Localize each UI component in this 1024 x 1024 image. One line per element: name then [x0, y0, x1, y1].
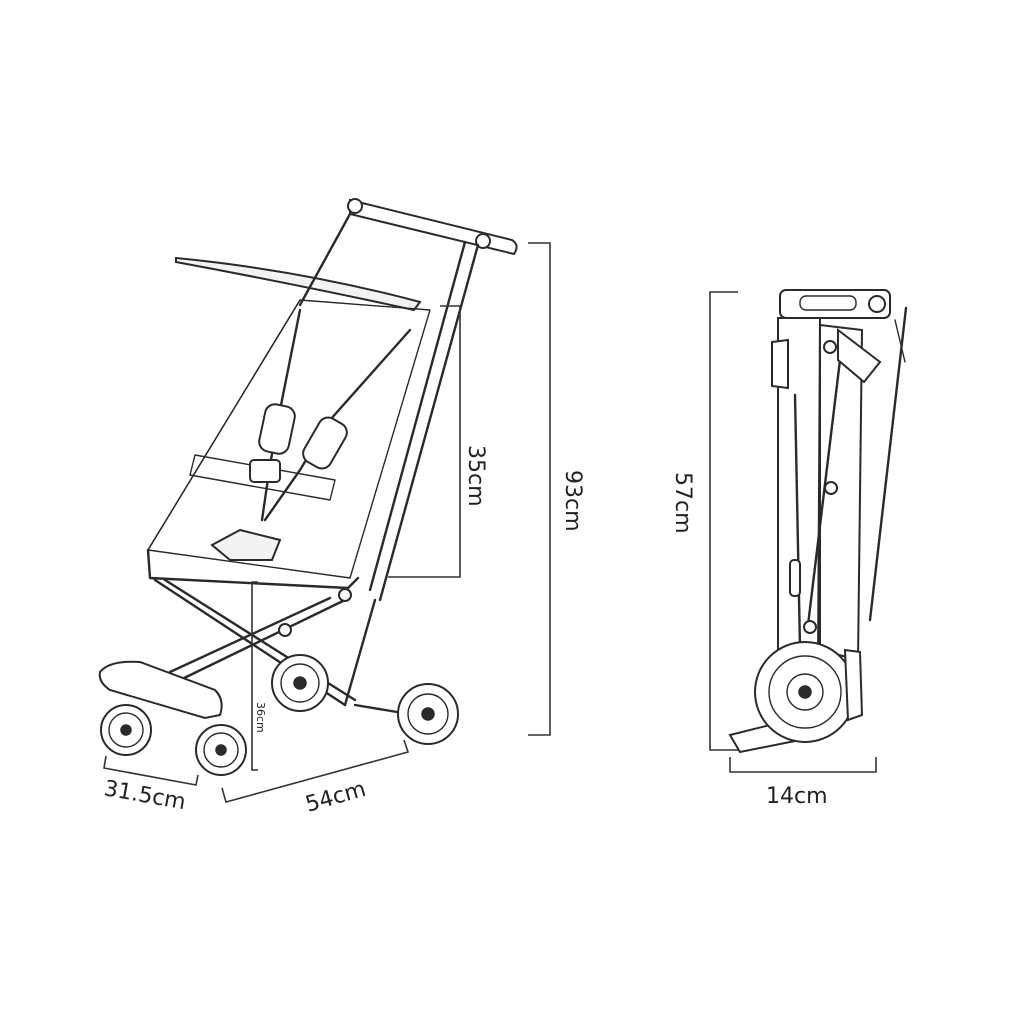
waist-belt: [189, 454, 336, 501]
label-36cm: 36cm: [254, 702, 267, 733]
length-54-bracket: [221, 739, 410, 803]
rear-leg: [343, 598, 377, 707]
left-upright: [298, 212, 352, 307]
handle-joint-right: [475, 233, 491, 249]
shoulder-pad-left: [258, 403, 296, 455]
rear-left-wheel: [271, 654, 329, 712]
folded-handle: [779, 289, 891, 319]
crotch-pad: [210, 528, 282, 561]
folded-rear-bracket: [843, 648, 864, 722]
folded-handle-grip: [799, 295, 857, 311]
right-upright-inner: [368, 240, 467, 592]
label-35cm: 35cm: [463, 445, 488, 507]
front-right-wheel: [195, 724, 247, 776]
handle-joint-left: [347, 198, 363, 214]
frame-joint: [278, 623, 292, 637]
folded-joint-mid: [824, 481, 838, 495]
footrest-platform: [98, 660, 223, 720]
folded-wheel: [754, 641, 856, 743]
cross-brace: [178, 598, 347, 682]
frame-joint-upper: [338, 588, 352, 602]
seat-base: [146, 548, 360, 590]
width-31-5-bracket: [103, 755, 199, 786]
folded-column-line: [793, 393, 802, 650]
label-14cm: 14cm: [766, 784, 828, 809]
seat-side-edge: [147, 299, 301, 551]
unfolded-dimension-lines: [103, 242, 551, 803]
folded-canopy-tip: [894, 319, 906, 363]
folded-latch-left: [771, 338, 789, 390]
buckle: [249, 459, 281, 483]
folded-depth-14-bracket: [729, 757, 877, 773]
unfolded-stroller-drawing: [98, 198, 518, 776]
handlebar: [349, 198, 518, 256]
canopy: [175, 256, 422, 312]
right-upright: [378, 243, 480, 602]
folded-stroller-drawing: [728, 289, 908, 754]
folded-slot: [789, 559, 801, 597]
folded-diagonal: [806, 358, 842, 627]
shoulder-pad-right: [302, 416, 348, 470]
label-54cm: 54cm: [303, 777, 369, 818]
seat-height-36-bracket: [251, 581, 258, 771]
folded-joint-low: [803, 620, 817, 634]
label-57cm: 57cm: [670, 472, 695, 534]
front-left-wheel: [100, 704, 152, 756]
seat-back-35-bracket: [388, 305, 461, 578]
folded-canopy-rod: [868, 306, 908, 622]
folded-latch-right: [837, 327, 882, 384]
folded-handle-joint: [868, 295, 886, 313]
label-31-5cm: 31.5cm: [102, 776, 188, 815]
folded-dimension-lines: [709, 291, 877, 773]
folded-joint-top: [823, 340, 837, 354]
rear-right-wheel: [397, 683, 459, 745]
label-93cm: 93cm: [560, 470, 585, 532]
folded-height-57-bracket: [709, 291, 738, 751]
height-93-bracket: [528, 242, 551, 736]
cross-brace-inner: [168, 596, 332, 674]
